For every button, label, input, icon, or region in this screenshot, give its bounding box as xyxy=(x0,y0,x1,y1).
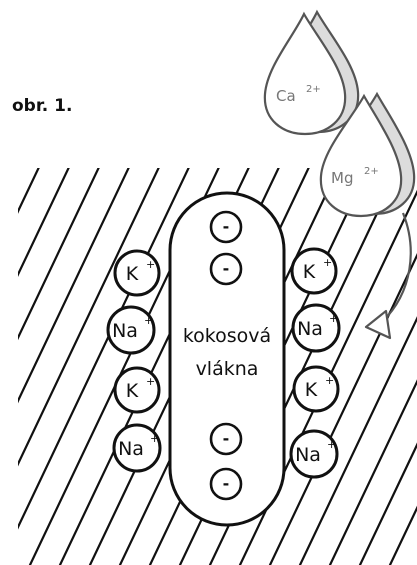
right-ion-potassium-1: K + xyxy=(290,247,338,295)
svg-text:+: + xyxy=(150,432,159,445)
hatch-line xyxy=(298,168,417,565)
hatch-line xyxy=(268,168,417,565)
svg-text:-: - xyxy=(223,429,230,448)
negative-charge-4: - xyxy=(209,467,243,501)
left-ion-potassium-1: K + xyxy=(113,249,161,297)
svg-text:-: - xyxy=(223,259,230,278)
hatch-line xyxy=(18,168,132,565)
svg-text:+: + xyxy=(146,375,155,388)
figure-label: obr. 1. xyxy=(12,96,72,116)
coconut-fiber-core xyxy=(168,191,286,527)
svg-text:-: - xyxy=(223,474,230,493)
svg-text:Na: Na xyxy=(295,444,321,466)
magnesium-symbol: Mg xyxy=(331,169,353,187)
svg-text:K: K xyxy=(126,263,139,285)
hatch-line xyxy=(18,168,102,565)
svg-text:Na: Na xyxy=(112,320,138,342)
hatch-line xyxy=(18,168,72,565)
svg-text:+: + xyxy=(144,314,153,327)
hatch-line xyxy=(358,168,417,565)
hatch-line xyxy=(18,168,192,565)
left-ion-sodium-1: Na + xyxy=(106,305,156,355)
svg-text:K: K xyxy=(126,380,139,402)
svg-text:+: + xyxy=(325,374,334,387)
svg-text:+: + xyxy=(329,312,338,325)
negative-charge-3: - xyxy=(209,422,243,456)
hatch-line xyxy=(328,168,417,565)
svg-text:Na: Na xyxy=(297,318,323,340)
svg-text:+: + xyxy=(323,256,332,269)
right-ion-potassium-2: K + xyxy=(292,365,340,413)
hatch-line xyxy=(18,168,162,565)
negative-charge-2: - xyxy=(209,252,243,286)
magnesium-drop: Mg 2+ xyxy=(319,91,416,218)
svg-text:-: - xyxy=(223,217,230,236)
svg-text:+: + xyxy=(146,258,155,271)
right-ion-sodium-2: Na + xyxy=(289,429,339,479)
negative-charge-1: - xyxy=(209,210,243,244)
fiber-label-line1: kokosová xyxy=(183,325,271,347)
inflow-arrow xyxy=(364,212,412,340)
svg-text:K: K xyxy=(305,379,318,401)
svg-text:Na: Na xyxy=(118,438,144,460)
svg-text:K: K xyxy=(303,261,316,283)
left-ion-sodium-2: Na + xyxy=(112,423,162,473)
hatch-line xyxy=(0,165,10,565)
calcium-symbol: Ca xyxy=(276,87,296,105)
svg-text:+: + xyxy=(327,438,336,451)
calcium-charge: 2+ xyxy=(306,84,321,95)
right-ion-sodium-1: Na + xyxy=(291,303,341,353)
magnesium-charge: 2+ xyxy=(364,166,379,177)
calcium-drop: Ca 2+ xyxy=(263,9,360,136)
fiber-label-line2: vlákna xyxy=(196,358,259,380)
left-ion-potassium-2: K + xyxy=(113,366,161,414)
